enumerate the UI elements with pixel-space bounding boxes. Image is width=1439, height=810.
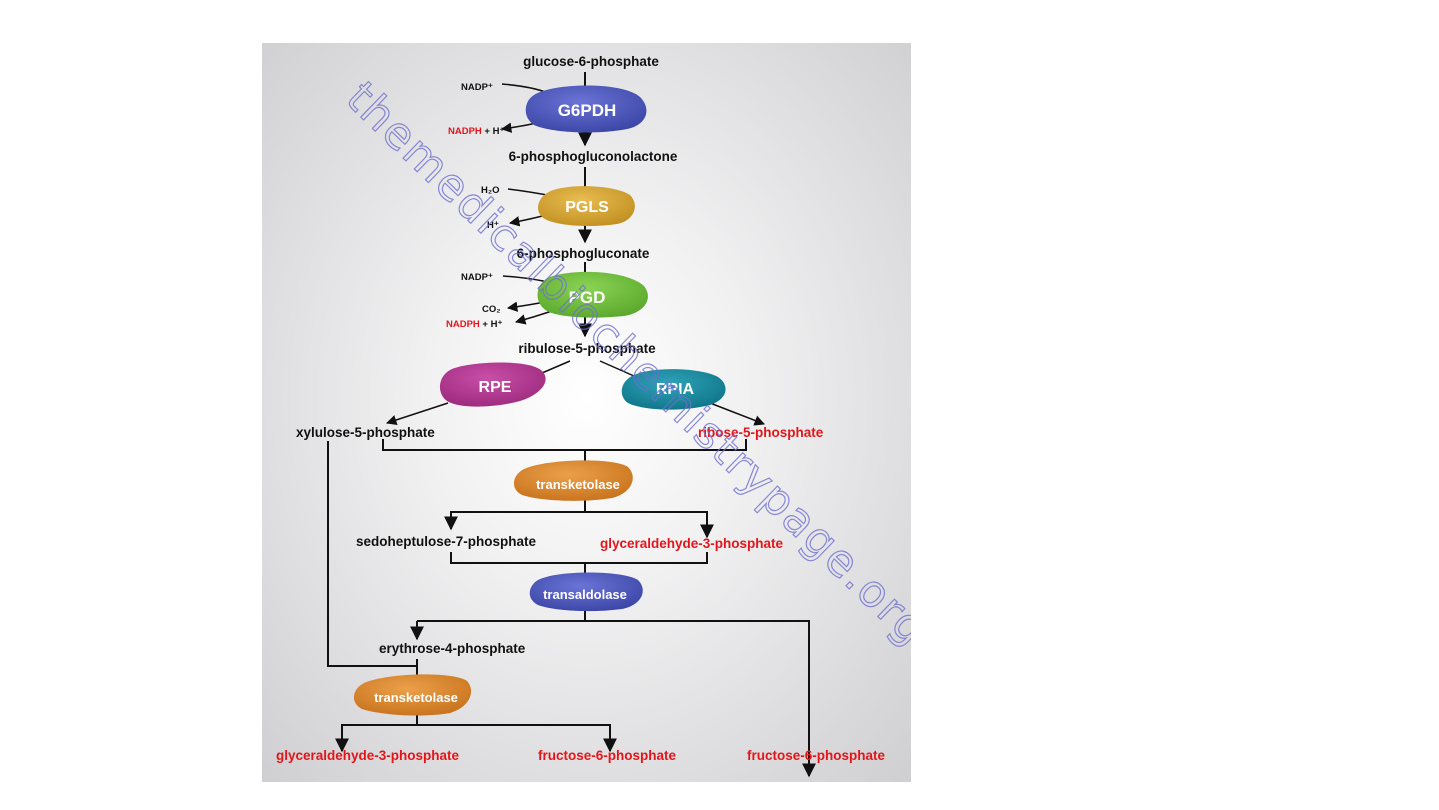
pgd-label: PGD xyxy=(569,288,606,307)
transketolase-1-label: transketolase xyxy=(536,477,620,492)
nadp-cofactor-1: NADP⁺ xyxy=(461,82,493,93)
pgd-enzyme xyxy=(537,271,648,318)
transketolase-1-enzyme xyxy=(513,460,633,501)
phosphogluconolactone-label: 6-phosphogluconolactone xyxy=(509,149,678,164)
transketolase-2-label: transketolase xyxy=(374,690,458,705)
sedoheptulose-7-phosphate-label: sedoheptulose-7-phosphate xyxy=(356,534,537,549)
pathway-svg: G6PDH PGLS PGD RPE RPIA transketolase tr… xyxy=(276,54,911,778)
co2-cofactor: CO₂ xyxy=(482,304,500,315)
rpe-enzyme xyxy=(439,362,546,407)
ribose-5-phosphate-label: ribose-5-phosphate xyxy=(698,425,824,440)
pgls-enzyme xyxy=(538,186,635,227)
g6pdh-enzyme xyxy=(525,85,647,133)
pentose-phosphate-pathway-diagram: G6PDH PGLS PGD RPE RPIA transketolase tr… xyxy=(262,43,911,782)
glyceraldehyde-3-phosphate-label: glyceraldehyde-3-phosphate xyxy=(600,536,784,551)
nadph-cofactor-2: NADPH + H⁺ xyxy=(446,319,502,330)
rpia-label: RPIA xyxy=(656,381,695,398)
nadp-cofactor-2: NADP⁺ xyxy=(461,272,493,283)
rpe-label: RPE xyxy=(479,379,512,396)
water-cofactor: H₂O xyxy=(481,185,499,196)
g6pdh-label: G6PDH xyxy=(558,101,617,120)
phosphogluconate-label: 6-phosphogluconate xyxy=(517,246,650,261)
glyceraldehyde-3-phosphate-output-label: glyceraldehyde-3-phosphate xyxy=(276,748,460,763)
erythrose-4-phosphate-label: erythrose-4-phosphate xyxy=(379,641,526,656)
proton-cofactor: H⁺ xyxy=(487,220,499,231)
xylulose-5-phosphate-label: xylulose-5-phosphate xyxy=(296,425,435,440)
nadph-cofactor-1: NADPH + H⁺ xyxy=(448,126,504,137)
rpia-enzyme xyxy=(621,369,726,410)
glucose-6-phosphate-label: glucose-6-phosphate xyxy=(523,54,659,69)
fructose-6-phosphate-final-label: fructose-6-phosphate xyxy=(747,748,886,763)
transketolase-2-enzyme xyxy=(353,674,472,716)
transaldolase-enzyme xyxy=(529,572,643,612)
ribulose-5-phosphate-label: ribulose-5-phosphate xyxy=(518,341,656,356)
pgls-label: PGLS xyxy=(565,199,609,216)
transaldolase-label: transaldolase xyxy=(543,587,627,602)
fructose-6-phosphate-output-label: fructose-6-phosphate xyxy=(538,748,677,763)
